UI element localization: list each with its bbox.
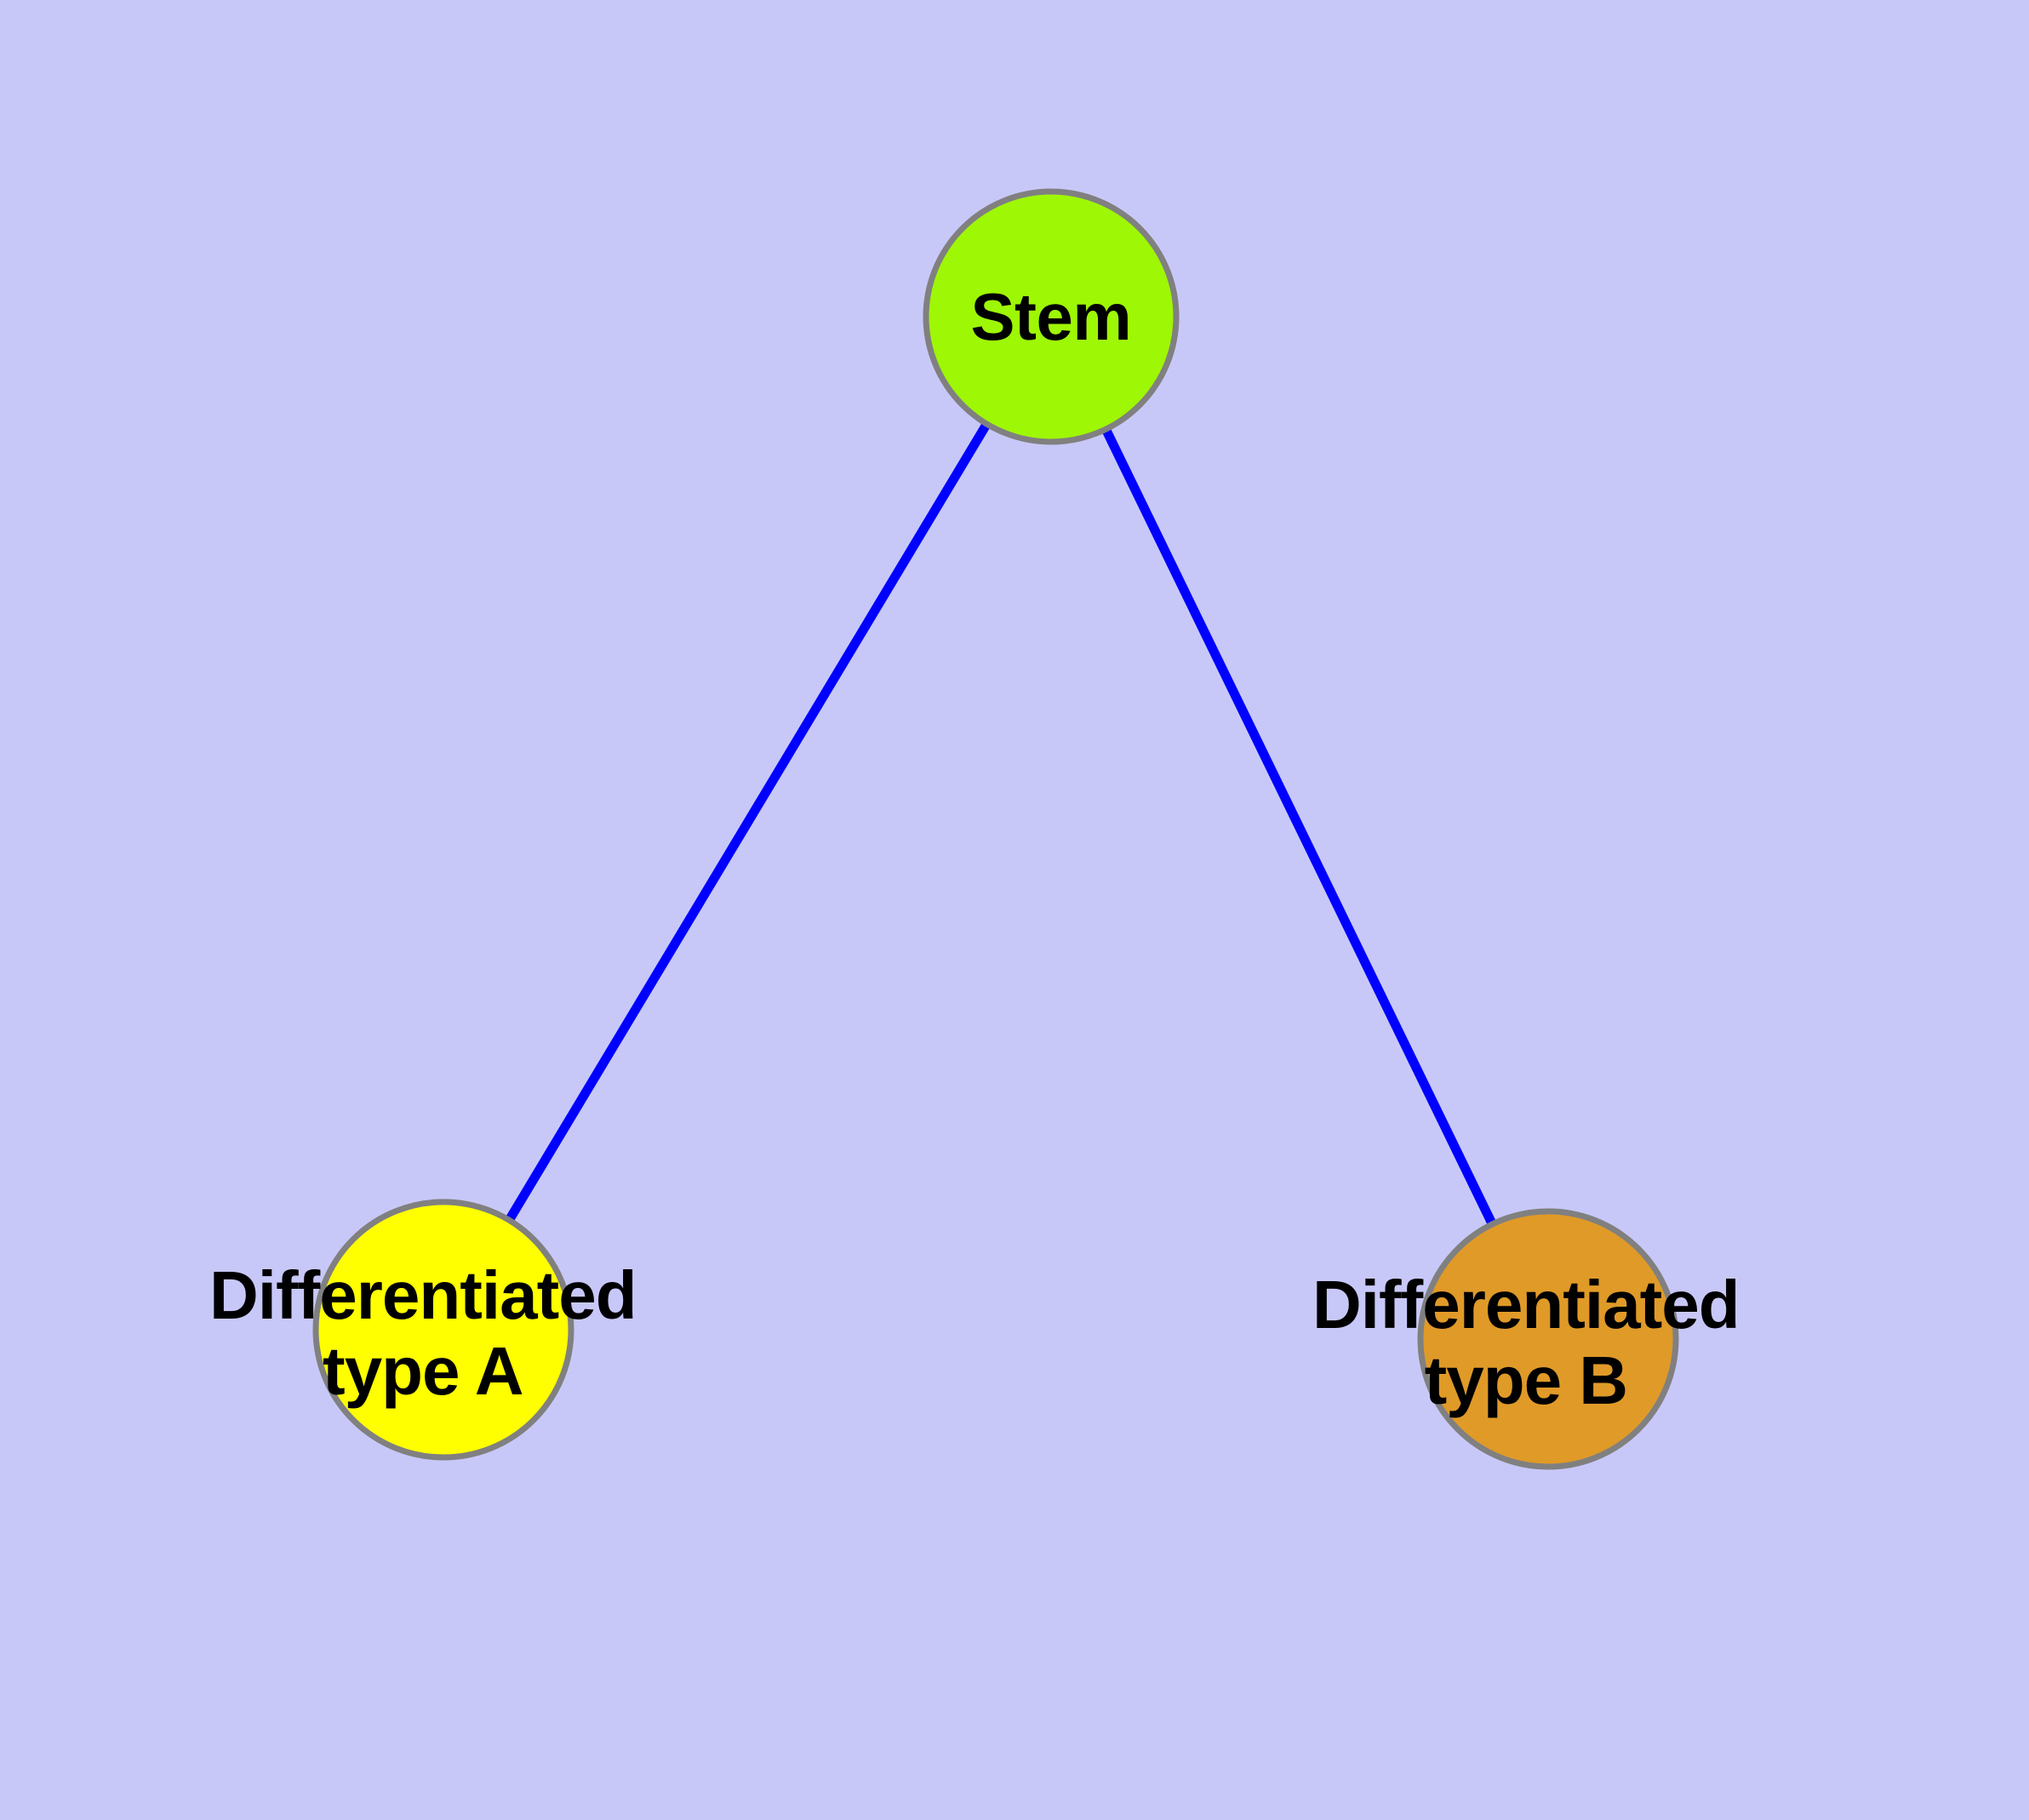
node-differentiated-type-a[interactable] xyxy=(312,1199,574,1461)
node-differentiated-type-b[interactable] xyxy=(1417,1208,1679,1470)
node-stem[interactable] xyxy=(923,188,1180,445)
node-layer xyxy=(312,188,1679,1470)
edge-stem-to-diff-b xyxy=(1047,314,1552,1342)
edge-layer xyxy=(439,314,1552,1342)
edge-stem-to-diff-a xyxy=(439,314,1055,1332)
